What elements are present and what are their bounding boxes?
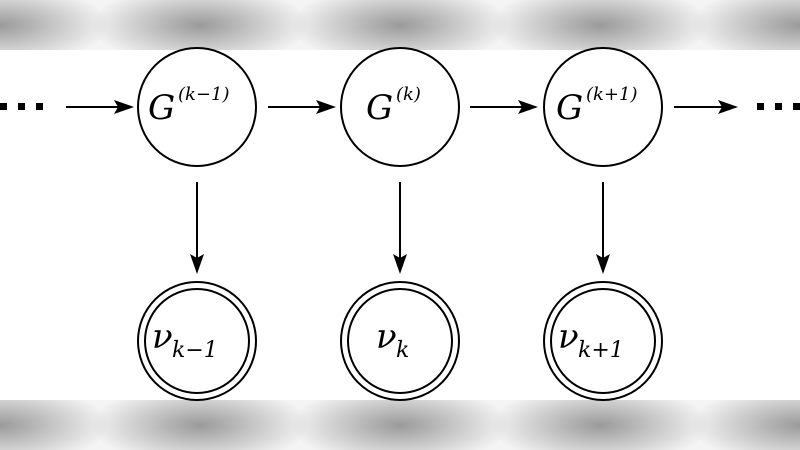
- observed-node-symbol: ν: [152, 317, 173, 357]
- edge-g2-to-nu2: [393, 182, 407, 274]
- right-ellipsis: [757, 103, 800, 110]
- hidden-node-superscript: (k): [396, 84, 421, 105]
- hidden-node-symbol: G: [148, 88, 175, 128]
- observed-node-nu-k-plus-1: ν k+1: [543, 281, 663, 401]
- observed-node-subscript: k−1: [172, 338, 218, 363]
- hidden-node-superscript: (k+1): [586, 84, 638, 105]
- hidden-node-g-k-plus-1: G (k+1): [543, 47, 663, 167]
- hidden-node-g-k-minus-1: G (k−1): [137, 47, 257, 167]
- hidden-node-symbol: G: [556, 88, 583, 128]
- hidden-node-symbol: G: [366, 88, 393, 128]
- edge-g1-to-g2: [268, 100, 336, 114]
- observed-node-subscript: k+1: [578, 338, 624, 363]
- edge-g3-to-right: [674, 100, 738, 114]
- bottom-blur-band: [0, 400, 800, 450]
- hidden-node-g-k: G (k): [340, 47, 460, 167]
- observed-node-symbol: ν: [558, 317, 579, 357]
- edge-g2-to-g3: [470, 100, 538, 114]
- left-ellipsis: [0, 103, 43, 110]
- edge-g3-to-nu3: [596, 182, 610, 274]
- observed-node-symbol: ν: [376, 317, 397, 357]
- observed-node-nu-k-minus-1: ν k−1: [137, 281, 257, 401]
- edge-left-to-g1: [66, 100, 134, 114]
- hidden-node-superscript: (k−1): [178, 84, 230, 105]
- observed-node-nu-k: ν k: [340, 281, 460, 401]
- observed-node-subscript: k: [396, 338, 409, 363]
- edge-g1-to-nu1: [190, 182, 204, 274]
- top-blur-band: [0, 0, 800, 50]
